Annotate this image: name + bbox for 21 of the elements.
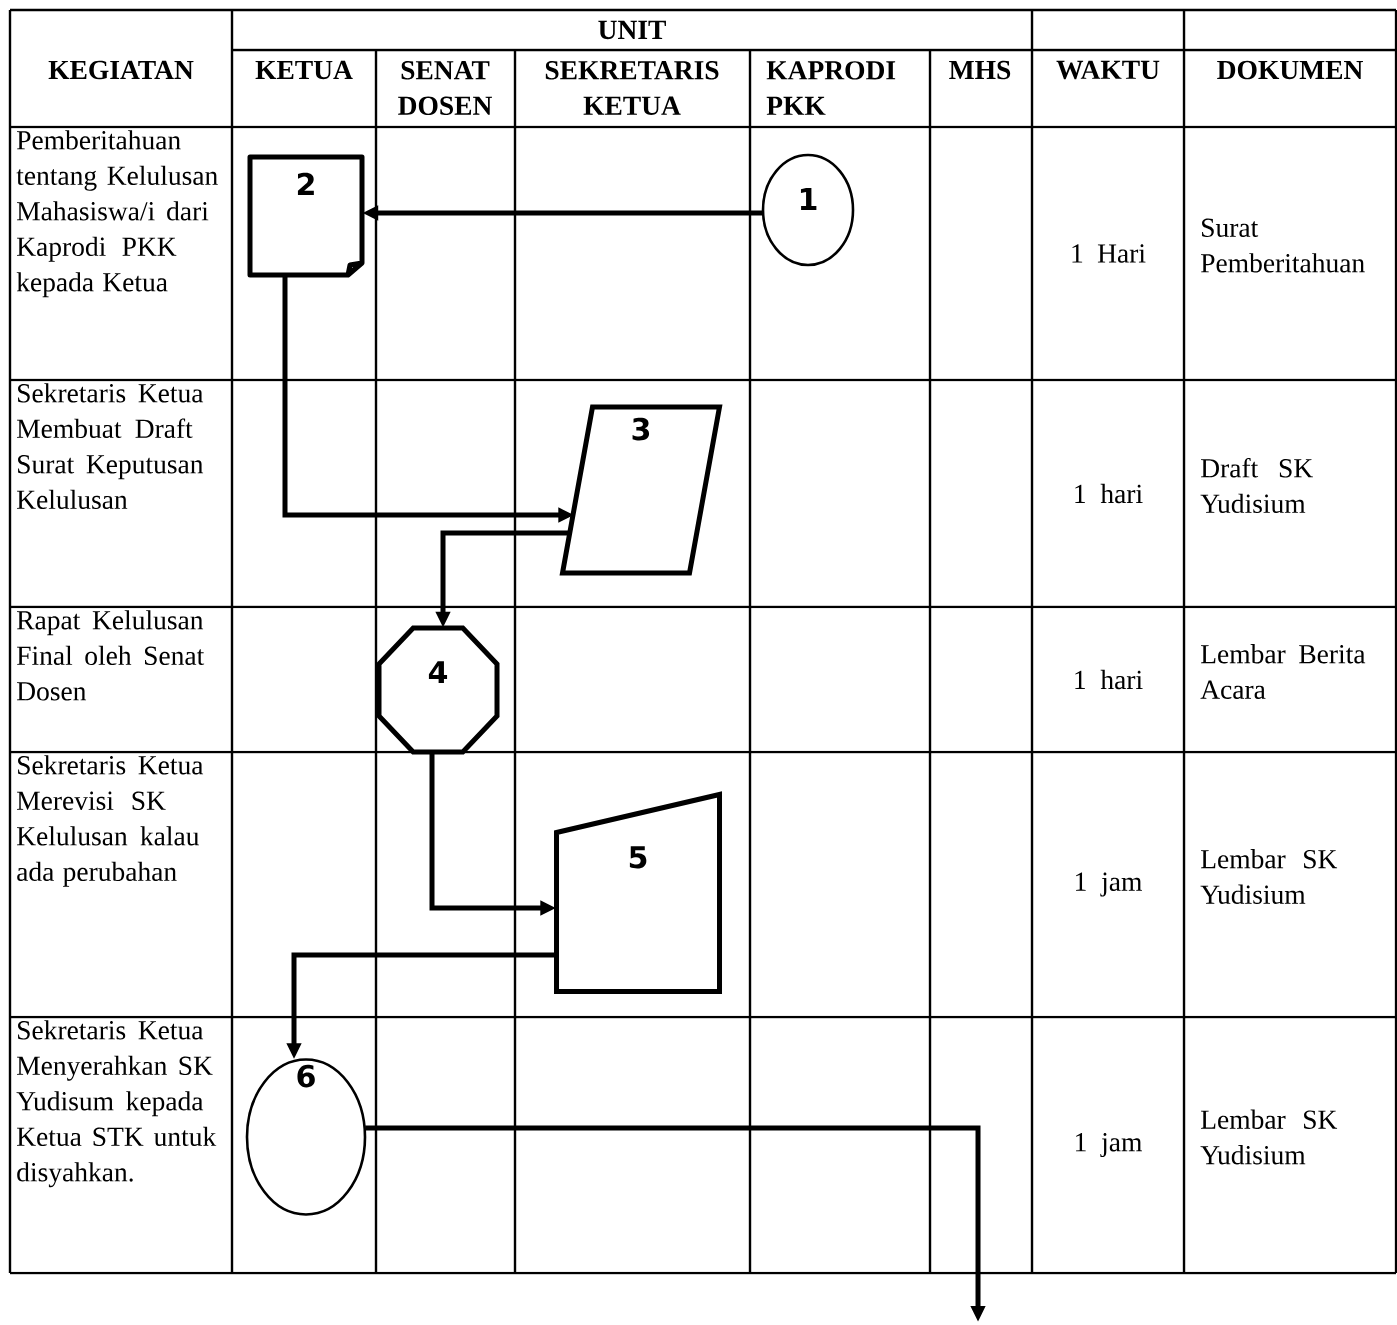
activity-text: Sekretaris Ketua Membuat Draft Surat Keputusan Kelulusan [17, 383, 204, 510]
header-text: UNIT [598, 20, 666, 40]
header-text: MHS [949, 60, 1011, 80]
header-text: KAPRODI PKK [766, 61, 896, 115]
document-text: Lembar Berita Acara [1200, 644, 1366, 699]
activity-text: Sekretaris Ketua Merevisi SK Kelulusan kalau ada perubahan [17, 755, 204, 887]
duration-text: 1 hari [1075, 669, 1143, 690]
document-text: Draft SK Yudisium [1200, 457, 1313, 514]
duration-text: 1 jam [1076, 1133, 1142, 1158]
duration-text: 1 jam [1076, 872, 1142, 897]
duration-text: 1 hari [1075, 483, 1143, 504]
header-text: WAKTU [1056, 60, 1160, 80]
activity-text: Pemberitahuan tentang Kelulusan Mahasiswa/i dari Kaprodi PKK kepada Ketua [16, 130, 218, 298]
duration-text: 1 Hari [1072, 244, 1146, 263]
document-text: Lembar SK Yudisium [1200, 849, 1338, 904]
activity-text: Rapat Kelulusan Final oleh Senat Dosen [17, 610, 205, 701]
document-text: Lembar SK Yudisium [1200, 1109, 1338, 1165]
document-text: Surat Pemberitahuan [1201, 218, 1365, 273]
header-text: DOKUMEN [1217, 60, 1363, 80]
header-text: SENAT DOSEN [398, 61, 492, 115]
header-text: KETUA [255, 60, 353, 80]
